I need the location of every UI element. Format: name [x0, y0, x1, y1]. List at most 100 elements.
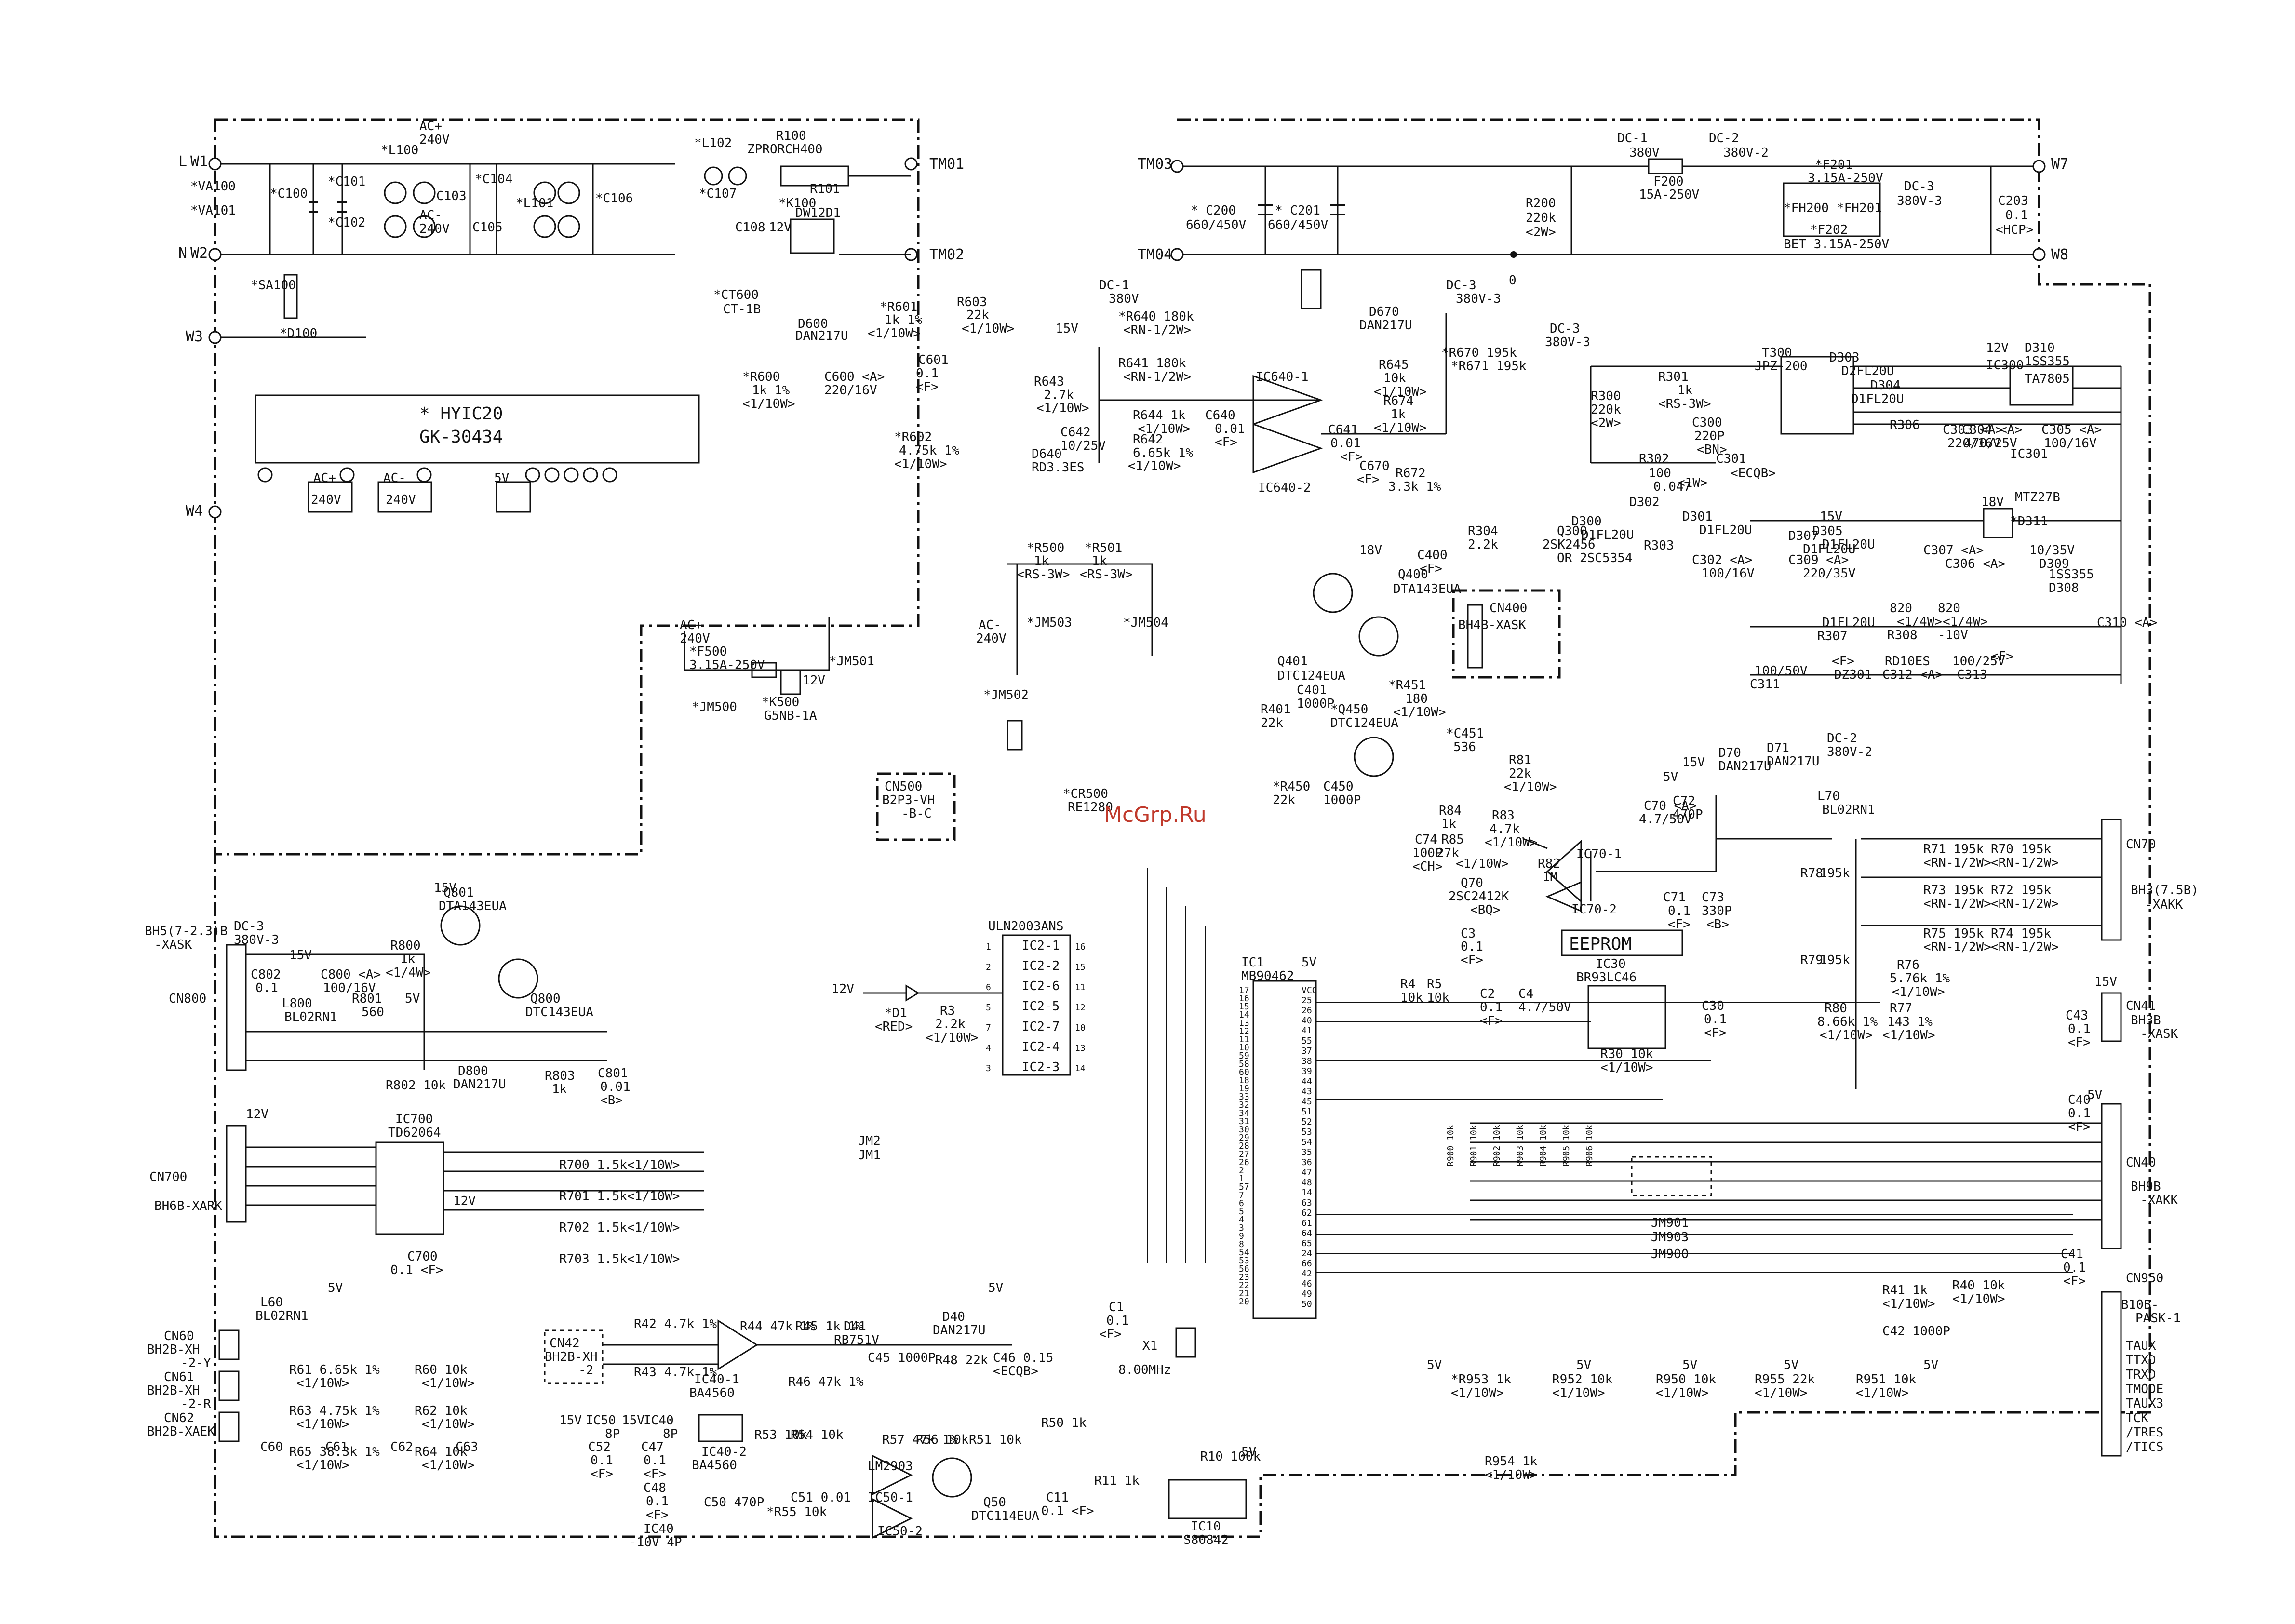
r80-value: 8.66k 1% — [1817, 1015, 1878, 1029]
c401-label: C401 — [1297, 683, 1327, 698]
filter-label-9: 240V — [419, 133, 450, 147]
cn700-res-2: R702 1.5k<1/10W> — [559, 1221, 680, 1235]
c4-label: C4 — [1518, 987, 1533, 1001]
current-amp-label-26: C72 — [1673, 794, 1695, 808]
cn6x-res-watt-4: <1/10W> — [296, 1458, 349, 1473]
filter-label-12: C103 — [436, 189, 467, 203]
r304-value: 2.2k — [1468, 537, 1498, 552]
cn800-dc3v: 380V-3 — [234, 933, 279, 947]
terminal-n-label: N — [178, 245, 187, 262]
current-amp-label-35: 15V — [1682, 755, 1705, 770]
cn60-connectors: CN60BH2B-XH-2-YCN61BH2B-XH-2-RCN62BH2B-X… — [147, 1329, 240, 1442]
ic50-2-label: IC50-2 — [877, 1524, 923, 1539]
cn41-label: CN41 — [2126, 999, 2156, 1013]
k500-part: G5NB-1A — [764, 709, 817, 723]
current-amp-label-6: 4.7k — [1490, 822, 1520, 836]
aux-label-22: D302 — [1629, 495, 1660, 510]
aux-label-33: D1FL20U — [1851, 392, 1904, 406]
aux-label-44: C305 <A> — [2041, 423, 2102, 437]
filter-label-7: *L100 — [381, 143, 418, 158]
cn700-12v: 12V — [246, 1107, 268, 1122]
aux-label-29: JPZ-200 — [1755, 359, 1808, 374]
comparator-5v: 5V — [1241, 1445, 1256, 1459]
uln-channel-1: IC2-2 — [1022, 959, 1060, 973]
jumper-3: JM903 — [1651, 1230, 1689, 1245]
cn40-suffix: -XAKK — [2140, 1193, 2178, 1208]
cn6x-tag-0: -2-Y — [181, 1356, 211, 1370]
cn800-15v: 15V — [434, 881, 456, 895]
r200-watt: <2W> — [1526, 225, 1556, 240]
current-amp-label-15: 2SC2412K — [1449, 889, 1509, 904]
ic1-right-pin-17: 36 — [1302, 1157, 1312, 1168]
aux-supply-labels: DC-3380V-3R300220k<2W>R3011k<RS-3W>C3002… — [1543, 322, 2157, 692]
current-amp-label-0: R84 — [1439, 804, 1462, 818]
fh200-label: *FH200 — [1784, 201, 1829, 215]
filter-label-3: *D100 — [280, 326, 317, 341]
cn6x-part-0: BH2B-XH — [147, 1342, 200, 1357]
led-ref: *D1 — [885, 1006, 907, 1020]
cn6x-res-watt-3: <1/10W> — [422, 1417, 475, 1432]
cn500-label: CN500 — [885, 779, 922, 794]
cn950-res-watt-0: <1/10W> — [1451, 1386, 1504, 1400]
c46-label: C46 0.15 — [993, 1351, 1053, 1365]
led-color: <RED> — [875, 1020, 913, 1034]
cn41-connector: CN41 BH3B -XASK 15V C43 0.1 <F> — [2066, 975, 2178, 1050]
filter-label-34: 22k — [966, 308, 989, 322]
ic1-left-pin-7: 10 — [1239, 1043, 1249, 1053]
d40-label: D40 — [942, 1310, 965, 1324]
ic1-left-pin-26: 6 — [1239, 1198, 1244, 1208]
aux-label-26: C302 <A> — [1692, 553, 1752, 567]
ic1-left-pin-30: 9 — [1239, 1231, 1244, 1241]
cn700-part: BH6B-XARK — [154, 1199, 222, 1213]
x1-value: 8.00MHz — [1118, 1363, 1171, 1377]
aux-label-23: D301 — [1682, 510, 1713, 524]
ic1-left-pin-34: 56 — [1239, 1264, 1249, 1274]
dc3-voltage: 380V-3 — [1897, 194, 1942, 208]
pullup-6: R906 10k — [1584, 1125, 1595, 1167]
cn800-5v: 5V — [405, 992, 420, 1006]
current-amp-label-37: DC-2 — [1827, 731, 1857, 746]
r53-label: R53 10k — [754, 1428, 807, 1442]
r803-value: 1k — [552, 1082, 567, 1097]
aux-label-32: D304 — [1870, 378, 1901, 393]
emi-filter-section: L W1 N W2 W3 W4 — [178, 153, 918, 520]
ic1-left-pin-37: 21 — [1239, 1288, 1249, 1299]
terminal-tm01-label: TM01 — [929, 156, 964, 173]
pullup-1: R901 10k — [1469, 1125, 1479, 1167]
c1-value: 0.1 — [1106, 1314, 1129, 1328]
r304-label: R304 — [1468, 524, 1498, 538]
led-res-label: R3 — [940, 1004, 955, 1018]
q50-part: DTC114EUA — [971, 1509, 1039, 1523]
r56-label: R56 10k — [916, 1433, 969, 1447]
aux-label-25: R303 — [1644, 538, 1674, 553]
ic1-right-pin-29: 46 — [1302, 1279, 1312, 1289]
current-amp-label-14: Q70 — [1461, 876, 1483, 890]
uln-channel-3: IC2-5 — [1022, 999, 1060, 1014]
aux-label-8: C300 — [1692, 416, 1722, 430]
filter-label-15: *L101 — [516, 196, 553, 211]
q800-part: DTC143EUA — [525, 1005, 593, 1020]
ic1-right-pin-23: 61 — [1302, 1218, 1312, 1228]
relay-acp-voltage: 240V — [680, 631, 710, 646]
filter-label-24: 12V — [769, 220, 792, 235]
aux-label-53: C309 <A> — [1788, 553, 1849, 567]
cn800-part: BH5(7-2.3)B — [145, 924, 228, 939]
sense-label-32: <1/10W> — [1374, 421, 1427, 435]
uln-channel-4: IC2-7 — [1022, 1020, 1060, 1034]
aux-label-13: 100 — [1649, 466, 1671, 481]
filter-label-37: 1k 1% — [752, 383, 790, 398]
current-amp-label-40: BL02RN1 — [1822, 803, 1875, 817]
aux-label-67: R308 — [1887, 628, 1918, 643]
sense-label-39: *R670 195k — [1441, 346, 1517, 360]
aux-label-15: <1W> — [1678, 476, 1708, 490]
c203-type: <HCP> — [1996, 223, 2033, 237]
cn950-signal-5: TCK — [2126, 1411, 2148, 1425]
ic1-right-pin-22: 62 — [1302, 1208, 1312, 1218]
pullup-4: R904 10k — [1538, 1125, 1548, 1167]
ic1-left-pin-28: 4 — [1239, 1215, 1244, 1225]
current-amp-label-21: C70 <A> — [1644, 799, 1697, 813]
cn6x-part-2: BH2B-XAEK — [147, 1424, 215, 1439]
aux-label-34: 12V — [1986, 341, 2009, 355]
ic30-part: BR93LC46 — [1576, 970, 1637, 985]
